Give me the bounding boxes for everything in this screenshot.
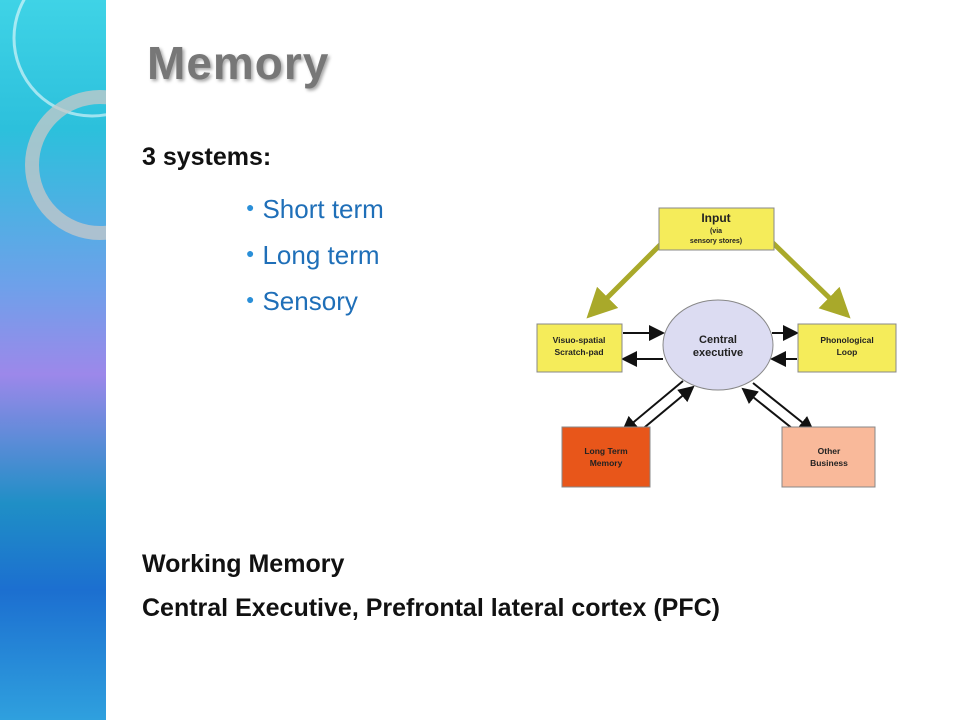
other-line2: Business: [810, 458, 848, 468]
sidebar-decoration: [0, 0, 106, 720]
list-item-label: Sensory: [262, 286, 358, 316]
arrow-central-ltm-1: [621, 380, 684, 433]
phono-line1: Phonological: [820, 335, 873, 345]
bullet-icon: ●: [246, 199, 255, 215]
other-line1: Other: [818, 446, 841, 456]
systems-list: ● Short term ● Long term ● Sensory: [246, 186, 384, 324]
systems-heading: 3 systems:: [142, 143, 272, 171]
visuo-line2: Scratch-pad: [554, 347, 603, 357]
arrow-input-to-phono: [770, 240, 851, 319]
bullet-icon: ●: [246, 291, 255, 307]
phonological-loop-box: [797, 323, 897, 373]
input-box: [658, 207, 775, 251]
list-item: ● Short term: [246, 186, 384, 232]
central-executive-line: Central Executive, Prefrontal lateral co…: [142, 594, 720, 622]
arrow-central-other-1: [752, 382, 815, 433]
ltm-line2: Memory: [590, 458, 623, 468]
list-item: ● Sensory: [246, 278, 384, 324]
other-business-box: [781, 426, 876, 488]
input-sub2: sensory stores): [690, 238, 742, 245]
input-sub1: (via: [710, 228, 722, 235]
visuo-line1: Visuo-spatial: [553, 335, 606, 345]
list-item-label: Long term: [262, 240, 380, 270]
decorative-rings: [12, 0, 106, 240]
central-line2: executive: [693, 347, 743, 359]
input-title: Input: [701, 211, 730, 225]
central-executive-ellipse: [662, 299, 774, 391]
working-memory-diagram: Input (via sensory stores) Visuo-spatial…: [535, 205, 900, 490]
bullet-icon: ●: [246, 245, 255, 261]
ltm-line1: Long Term: [584, 446, 628, 456]
diagram-canvas: Input (via sensory stores) Visuo-spatial…: [536, 207, 897, 488]
long-term-memory-box: [561, 426, 651, 488]
list-item: ● Long term: [246, 232, 384, 278]
arrow-input-to-visuo: [586, 240, 665, 319]
visuo-spatial-box: [536, 323, 623, 373]
working-memory-heading: Working Memory: [142, 550, 345, 578]
list-item-label: Short term: [262, 194, 384, 224]
slide-title: Memory: [147, 37, 330, 89]
central-line1: Central: [699, 334, 737, 346]
phono-line2: Loop: [837, 347, 858, 357]
